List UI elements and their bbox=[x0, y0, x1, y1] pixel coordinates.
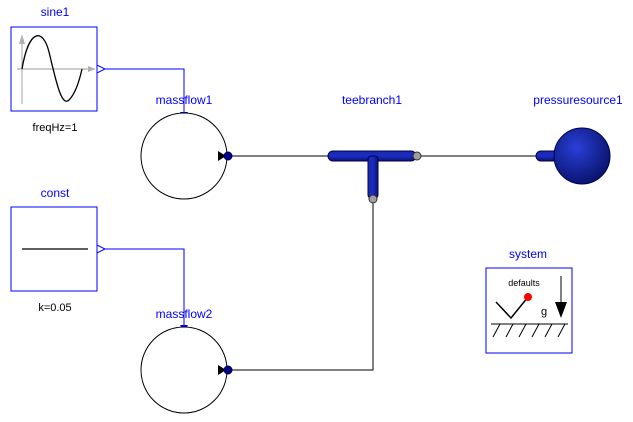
teebranch1-vertical-pipe bbox=[367, 155, 379, 199]
sine1-y-axis-arrow bbox=[19, 34, 25, 44]
massflow1-label: massflow1 bbox=[156, 93, 213, 107]
pressuresource1-sphere-icon bbox=[553, 127, 611, 185]
system-gravity-label: g bbox=[541, 306, 547, 318]
massflow2-circle bbox=[140, 326, 228, 414]
sine1-block[interactable]: sine1 freqHz=1 bbox=[10, 5, 107, 134]
const-block[interactable]: const k=0.05 bbox=[10, 186, 107, 314]
massflow1-circle bbox=[140, 112, 228, 200]
massflow2-direction-icon bbox=[218, 365, 226, 375]
teebranch1-port-right[interactable] bbox=[412, 151, 422, 161]
signal-line-const-to-massflow2[interactable] bbox=[104, 248, 185, 325]
system-gravity-arrow-icon bbox=[555, 302, 567, 318]
const-output-port[interactable] bbox=[96, 244, 107, 254]
massflow1-block[interactable]: massflow1 bbox=[140, 93, 233, 200]
massflow2-block[interactable]: massflow2 bbox=[140, 307, 233, 414]
fluid-line-teebranch-massflow2[interactable] bbox=[228, 199, 374, 371]
system-box bbox=[485, 267, 573, 354]
system-block[interactable]: system defaults g bbox=[485, 247, 573, 354]
massflow1-port[interactable] bbox=[223, 151, 233, 161]
const-param: k=0.05 bbox=[38, 302, 71, 314]
system-ground-hatch-icon bbox=[492, 323, 566, 338]
teebranch1-block[interactable]: teebranch1 bbox=[327, 93, 422, 204]
connections bbox=[104, 68, 540, 371]
pressuresource1-label: pressuresource1 bbox=[533, 93, 623, 107]
system-frame-icon bbox=[495, 296, 529, 320]
const-label: const bbox=[41, 186, 70, 200]
teebranch1-port-bottom[interactable] bbox=[368, 194, 378, 204]
pressuresource1-block[interactable]: pressuresource1 bbox=[533, 93, 623, 185]
massflow2-label: massflow2 bbox=[156, 307, 213, 321]
massflow2-port[interactable] bbox=[223, 365, 233, 375]
sine1-wave-icon bbox=[21, 35, 83, 102]
system-defaults-text: defaults bbox=[508, 278, 540, 288]
teebranch1-label: teebranch1 bbox=[342, 93, 402, 107]
signal-line-sine-to-massflow1[interactable] bbox=[104, 68, 185, 112]
system-red-dot-icon bbox=[524, 293, 532, 301]
massflow1-direction-icon bbox=[218, 151, 226, 161]
sine1-output-port[interactable] bbox=[96, 64, 107, 74]
sine1-x-axis-arrow bbox=[88, 66, 96, 72]
system-label: system bbox=[509, 247, 547, 261]
sine1-param: freqHz=1 bbox=[33, 122, 78, 134]
sine1-label: sine1 bbox=[41, 5, 70, 19]
